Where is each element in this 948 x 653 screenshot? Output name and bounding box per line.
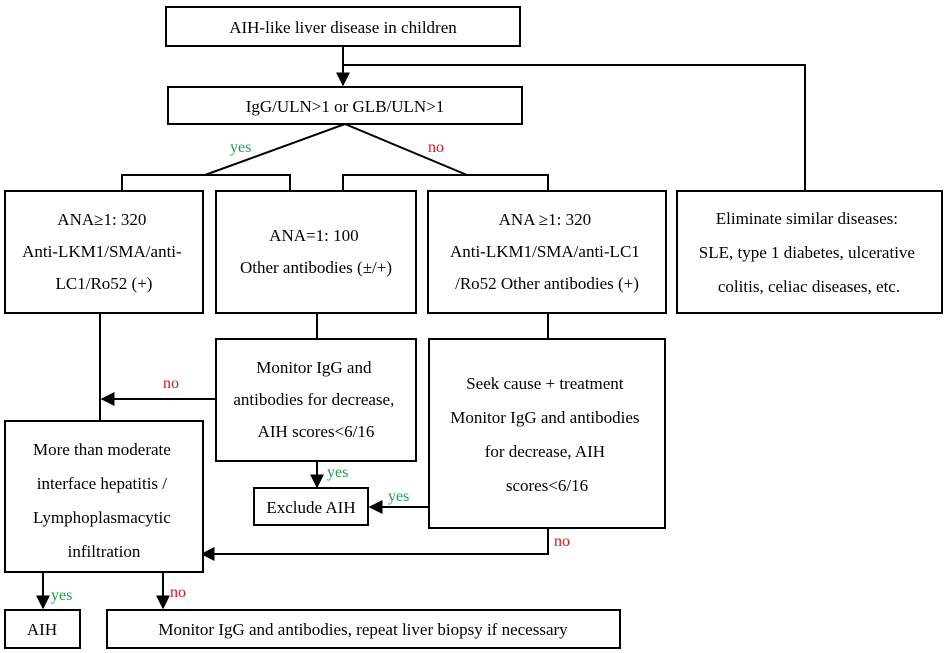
ana-mid-box-line: Other antibodies (±/+) bbox=[240, 258, 392, 277]
monitor-final-box-line: Monitor IgG and antibodies, repeat liver… bbox=[158, 620, 568, 639]
seek-cause-no-arrow bbox=[200, 528, 549, 561]
monitor-final-box: Monitor IgG and antibodies, repeat liver… bbox=[106, 609, 621, 649]
exclude-aih-box-line: Exclude AIH bbox=[266, 498, 355, 517]
svg-text:ANA≥1: 320 Anti-LKM1/SMA: ANA≥1: 320 Anti-LKM1/SMA/anti- LC1/Ro52 … bbox=[22, 210, 186, 293]
yes-label: yes bbox=[388, 488, 409, 505]
svg-text:IgG/ULN>1 or GLB/ULN>1: IgG/ULN>1 or GLB/ULN>1 bbox=[246, 97, 445, 116]
hepatitis-box: More than moderate interface hepatitis /… bbox=[4, 420, 204, 573]
seek-cause-box: Seek cause + treatment Monitor IgG and a… bbox=[428, 338, 666, 529]
svg-text:More than moderate inter: More than moderate interface hepatitis /… bbox=[33, 440, 175, 561]
connectors bbox=[36, 46, 806, 610]
hepatitis-box-line: More than moderate bbox=[33, 440, 171, 459]
no-label: no bbox=[163, 375, 179, 392]
ana-high-box-line: Anti-LKM1/SMA/anti- bbox=[22, 242, 182, 261]
aih-box-line: AIH bbox=[27, 620, 57, 639]
svg-text:Monitor IgG and antibodies, re: Monitor IgG and antibodies, repeat liver… bbox=[158, 620, 568, 639]
criterion-yes-branch-line bbox=[204, 123, 346, 176]
eliminate-box-line: colitis, celiac diseases, etc. bbox=[718, 277, 900, 296]
ana-high-no-box-line: ANA ≥1: 320 bbox=[499, 210, 591, 229]
ana-high-box-line: ANA≥1: 320 bbox=[57, 210, 146, 229]
ana-high-box-line: LC1/Ro52 (+) bbox=[56, 274, 153, 293]
ana-high-no-box-line: Anti-LKM1/SMA/anti-LC1 bbox=[450, 242, 640, 261]
svg-text:Eliminate similar diseases:: Eliminate similar diseases: SLE, type 1 … bbox=[699, 209, 919, 296]
aih-box: AIH bbox=[4, 609, 81, 649]
eliminate-box-line: Eliminate similar diseases: bbox=[716, 209, 898, 228]
yes-split-bracket bbox=[121, 174, 291, 190]
yes-label: yes bbox=[51, 587, 72, 604]
branch-labels: yes no no yes yes no yes no bbox=[51, 139, 570, 604]
hepatitis-box-line: infiltration bbox=[68, 542, 141, 561]
seek-cause-box-line: Seek cause + treatment bbox=[466, 374, 624, 393]
root-to-eliminate-line bbox=[343, 64, 806, 190]
yes-label: yes bbox=[327, 464, 348, 481]
no-label: no bbox=[170, 584, 186, 601]
svg-text:Seek cause + treatment M: Seek cause + treatment Monitor IgG and a… bbox=[450, 374, 644, 495]
ana-mid-box-line: ANA=1: 100 bbox=[269, 226, 358, 245]
ana-high-no-box: ANA ≥1: 320 Anti-LKM1/SMA/anti-LC1 /Ro52… bbox=[427, 190, 667, 314]
monitor-mid-box: Monitor IgG and antibodies for decrease,… bbox=[215, 338, 417, 462]
root-box: AIH-like liver disease in children bbox=[165, 6, 521, 47]
monitor-mid-box-line: antibodies for decrease, bbox=[233, 390, 394, 409]
criterion-box-line: IgG/ULN>1 or GLB/ULN>1 bbox=[246, 97, 445, 116]
criterion-box: IgG/ULN>1 or GLB/ULN>1 bbox=[167, 86, 523, 125]
no-label: no bbox=[554, 533, 570, 550]
svg-text:ANA=1: 100 Other antibod: ANA=1: 100 Other antibodies (±/+) bbox=[240, 226, 392, 277]
hepatitis-box-line: interface hepatitis / bbox=[37, 474, 168, 493]
ana-mid-box: ANA=1: 100 Other antibodies (±/+) bbox=[215, 190, 417, 314]
monitor-mid-box-line: AIH scores<6/16 bbox=[258, 422, 375, 441]
eliminate-box: Eliminate similar diseases: SLE, type 1 … bbox=[676, 190, 943, 314]
seek-cause-box-line: scores<6/16 bbox=[506, 476, 588, 495]
no-split-bracket bbox=[342, 174, 549, 190]
ana-high-box: ANA≥1: 320 Anti-LKM1/SMA/anti- LC1/Ro52 … bbox=[4, 190, 204, 314]
ana-high-no-box-line: /Ro52 Other antibodies (+) bbox=[455, 274, 639, 293]
svg-text:AIH: AIH bbox=[27, 620, 57, 639]
hepatitis-box-line: Lymphoplasmacytic bbox=[33, 508, 171, 527]
eliminate-box-line: SLE, type 1 diabetes, ulcerative bbox=[699, 243, 915, 262]
svg-text:ANA ≥1: 320 Anti-LKM1/SM: ANA ≥1: 320 Anti-LKM1/SMA/anti-LC1 /Ro52… bbox=[450, 210, 644, 293]
no-label: no bbox=[428, 139, 444, 156]
svg-text:AIH-like liver disease in chil: AIH-like liver disease in children bbox=[229, 18, 457, 37]
criterion-no-branch-line bbox=[344, 123, 468, 176]
root-box-line: AIH-like liver disease in children bbox=[229, 18, 457, 37]
svg-text:Exclude AIH: Exclude AIH bbox=[266, 498, 355, 517]
svg-text:Monitor IgG and antibodi: Monitor IgG and antibodies for decrease,… bbox=[233, 358, 398, 441]
seek-cause-box-line: Monitor IgG and antibodies bbox=[450, 408, 639, 427]
exclude-aih-box: Exclude AIH bbox=[253, 487, 369, 526]
yes-label: yes bbox=[230, 139, 251, 156]
seek-cause-box-line: for decrease, AIH bbox=[485, 442, 605, 461]
monitor-mid-box-line: Monitor IgG and bbox=[256, 358, 372, 377]
